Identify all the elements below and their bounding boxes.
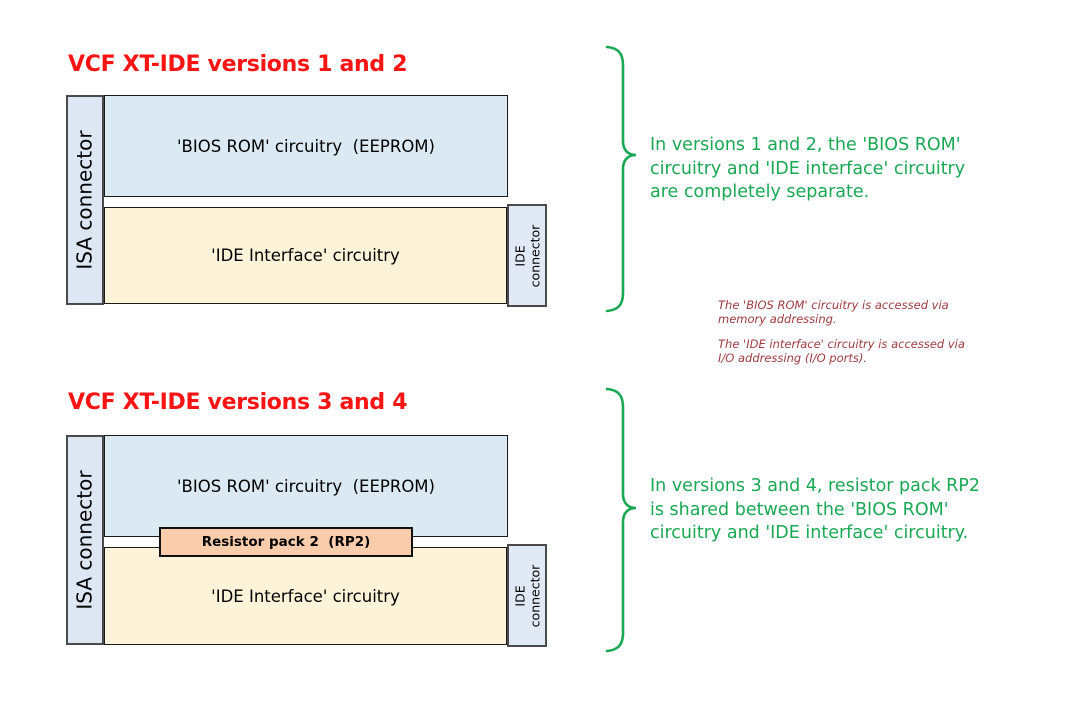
version-1-2-title: VCF XT-IDE versions 1 and 2 [68, 52, 408, 77]
resistor-pack-label: Resistor pack 2 (RP2) [201, 534, 371, 550]
note-bios-rom-access: The 'BIOS ROM' circuitry is accessed via… [718, 298, 949, 326]
ide-interface-box-v12: 'IDE Interface' circuitry [104, 207, 507, 304]
curly-brace-v34 [605, 387, 637, 653]
annotation-v12: In versions 1 and 2, the 'BIOS ROM' circ… [650, 135, 966, 202]
isa-connector-box-v34: ISA connector [66, 435, 104, 645]
ide-connector-box-v12: IDE connector [507, 204, 547, 307]
bios-rom-box-v34: 'BIOS ROM' circuitry (EEPROM) [104, 435, 508, 537]
ide-interface-box-v34: 'IDE Interface' circuitry [104, 547, 507, 645]
note-ide-interface-access: The 'IDE interface' circuitry is accesse… [718, 337, 965, 365]
resistor-pack-box: Resistor pack 2 (RP2) [159, 527, 413, 557]
ide-connector-label: IDE connector [512, 564, 542, 627]
ide-interface-label: 'IDE Interface' circuitry [211, 586, 400, 606]
bios-rom-box-v12: 'BIOS ROM' circuitry (EEPROM) [104, 95, 508, 197]
ide-connector-label: IDE connector [512, 224, 542, 287]
isa-connector-label: ISA connector [73, 470, 98, 610]
curly-brace-v12 [605, 45, 637, 313]
isa-connector-box-v12: ISA connector [66, 95, 104, 305]
isa-connector-label: ISA connector [73, 130, 98, 270]
ide-connector-box-v34: IDE connector [507, 544, 547, 647]
version-3-4-title: VCF XT-IDE versions 3 and 4 [68, 390, 408, 415]
ide-interface-label: 'IDE Interface' circuitry [211, 246, 400, 265]
bios-rom-label: 'BIOS ROM' circuitry (EEPROM) [177, 476, 435, 496]
annotation-v34: In versions 3 and 4, resistor pack RP2 i… [650, 476, 981, 543]
bios-rom-label: 'BIOS ROM' circuitry (EEPROM) [177, 136, 435, 156]
